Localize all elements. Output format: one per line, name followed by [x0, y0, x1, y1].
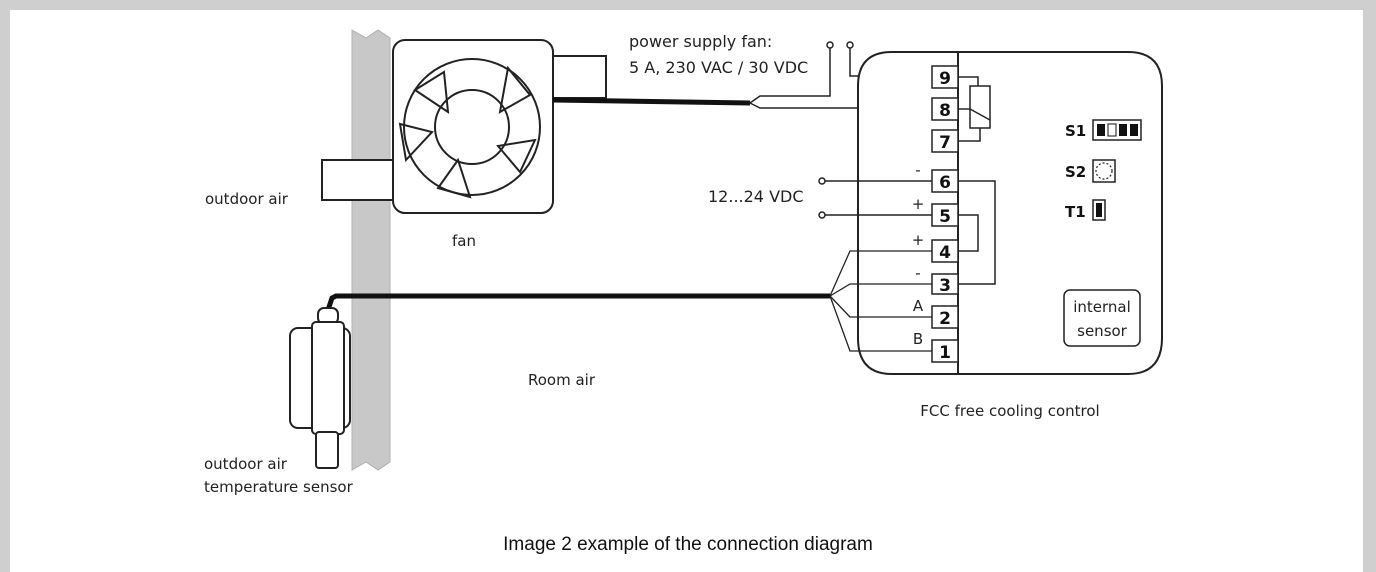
dc-supply-label: 12...24 VDC [708, 187, 804, 206]
internal-sensor-box [1063, 289, 1141, 347]
power-supply-label-line1: power supply fan: [629, 32, 772, 51]
polarity-t4: + [912, 231, 925, 249]
polarity-t1: B [913, 330, 923, 348]
jumper-6-3 [958, 180, 996, 285]
terminal-3: 3 [939, 276, 951, 296]
fan-cable [552, 97, 751, 106]
fan-label: fan [452, 232, 476, 250]
internal-sensor-label-line2: sensor [1077, 322, 1128, 340]
rotary-switch-icon [1092, 159, 1116, 183]
terminal-2: 2 [939, 309, 951, 329]
terminal-8: 8 [939, 101, 951, 121]
wall [351, 29, 391, 471]
terminal-7: 7 [939, 133, 951, 153]
jumper-t1-icon [1092, 199, 1106, 221]
terminal-5: 5 [939, 207, 951, 227]
power-supply-label-line2: 5 A, 230 VAC / 30 VDC [629, 58, 808, 77]
terminal-6: 6 [939, 173, 951, 193]
controller-label: FCC free cooling control [920, 402, 1099, 420]
fan-unit [321, 39, 607, 214]
switch-s2-label: S2 [1065, 163, 1086, 181]
figure-caption: Image 2 example of the connection diagra… [503, 534, 873, 555]
polarity-t2: A [913, 297, 924, 315]
relay-symbol [958, 76, 991, 142]
polarity-t6: - [915, 161, 920, 179]
switch-t1-label: T1 [1065, 203, 1086, 221]
terminal-4: 4 [939, 243, 951, 263]
sensor-label-line2: temperature sensor [204, 478, 354, 496]
outdoor-air-temperature-sensor [289, 307, 351, 469]
sensor-label-line1: outdoor air [204, 455, 288, 473]
switch-s1-label: S1 [1065, 122, 1086, 140]
terminal-block [931, 65, 959, 363]
sensor-cable [325, 293, 830, 311]
terminal-9: 9 [939, 69, 951, 89]
dip-switch-icon [1092, 119, 1142, 141]
terminal-1: 1 [939, 343, 951, 363]
jumper-5-4 [958, 214, 979, 252]
polarity-t3: - [915, 264, 920, 282]
room-air-label: Room air [528, 371, 596, 389]
internal-sensor-label-line1: internal [1073, 298, 1131, 316]
outdoor-air-label: outdoor air [205, 190, 289, 208]
power-terminal-left [826, 41, 834, 49]
power-terminal-right [846, 41, 854, 49]
polarity-t5: + [912, 195, 925, 213]
